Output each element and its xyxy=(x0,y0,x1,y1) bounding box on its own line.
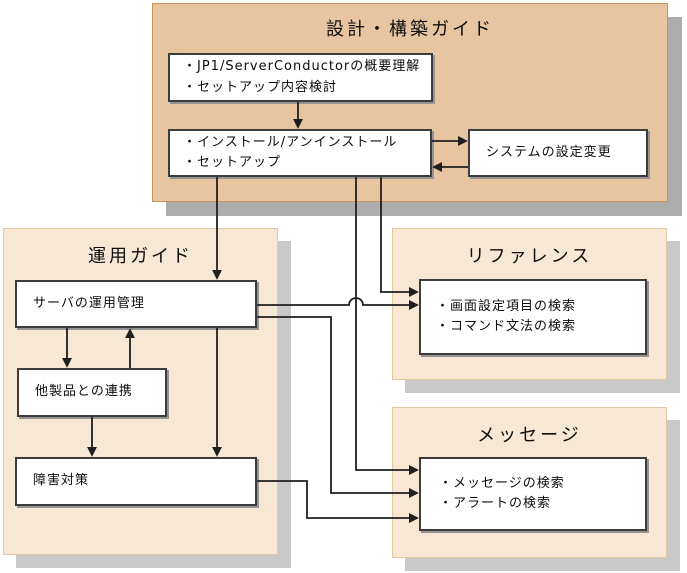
box-server-operation: サーバの運用管理 xyxy=(15,280,257,328)
edge-server-operation-to-reference-search xyxy=(257,297,419,310)
install-line-2: ・セットアップ xyxy=(183,155,282,170)
troubleshooting-label: 障害対策 xyxy=(33,473,90,489)
box-install-setup: ・インストール/アンインストール ・セットアップ xyxy=(168,129,432,177)
server-operation-label: サーバの運用管理 xyxy=(33,295,145,311)
reference-title: リファレンス xyxy=(466,246,593,267)
design-guide-title: 設計・構築ガイド xyxy=(326,19,494,40)
box-product-link: 他製品との連携 xyxy=(17,368,167,417)
reference-search-line-2: ・コマンド文法の検索 xyxy=(436,319,577,334)
edge-server-operation-to-message-search xyxy=(257,316,419,498)
operation-guide-title: 運用ガイド xyxy=(88,246,193,267)
overview-line-2: ・セットアップ内容検討 xyxy=(183,79,338,95)
product-link-label: 他製品との連携 xyxy=(35,384,133,400)
box-overview: ・JP1/ServerConductorの概要理解 ・セットアップ内容検討 xyxy=(168,53,433,102)
system-config-label: システムの設定変更 xyxy=(486,144,612,160)
reference-search-line-1: ・画面設定項目の検索 xyxy=(436,298,577,314)
install-line-1: ・インストール/アンインストール xyxy=(183,134,398,150)
box-troubleshooting: 障害対策 xyxy=(15,457,257,506)
overview-line-1: ・JP1/ServerConductorの概要理解 xyxy=(183,59,421,75)
message-search-line-2: ・アラートの検索 xyxy=(439,496,552,511)
box-reference-search: ・画面設定項目の検索 ・コマンド文法の検索 xyxy=(419,279,647,355)
message-title: メッセージ xyxy=(477,425,582,446)
box-message-search: ・メッセージの検索 ・アラートの検索 xyxy=(419,457,647,531)
message-search-line-1: ・メッセージの検索 xyxy=(439,475,565,491)
box-system-config: システムの設定変更 xyxy=(468,129,648,177)
edge-troubleshooting-to-message-search xyxy=(257,480,419,523)
